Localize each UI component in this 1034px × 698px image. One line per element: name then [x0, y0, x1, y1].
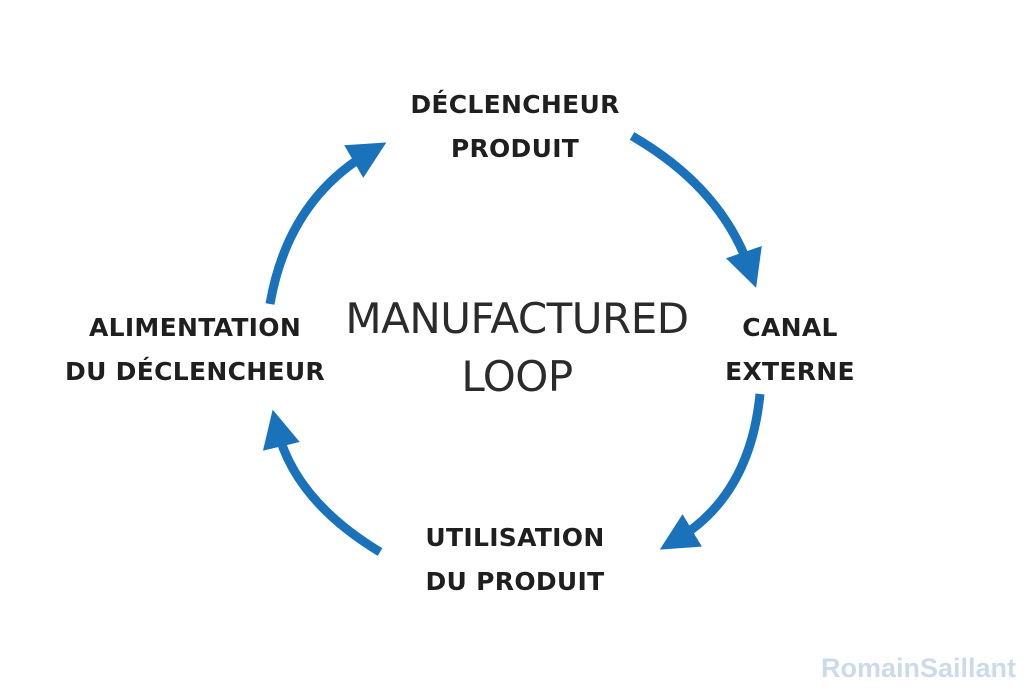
node-declencheur-produit: DÉCLENCHEUR PRODUIT [400, 83, 630, 171]
node-label-line: UTILISATION [425, 523, 605, 552]
arrow-top-to-right [629, 132, 762, 288]
node-label-line: EXTERNE [725, 357, 855, 386]
arrow-bottom-to-left [262, 409, 383, 556]
node-label-line: CANAL [742, 313, 838, 342]
node-label-line: DU PRODUIT [425, 567, 605, 596]
diagram-title: MANUFACTURED LOOP [317, 290, 717, 406]
node-canal-externe: CANAL EXTERNE [710, 306, 870, 394]
diagram-title-line: MANUFACTURED [345, 294, 689, 343]
node-utilisation-produit: UTILISATION DU PRODUIT [395, 516, 635, 604]
watermark: RomainSaillant [820, 653, 1016, 683]
node-label-line: DÉCLENCHEUR [410, 90, 620, 119]
arrow-left-to-top [265, 142, 387, 305]
node-label-line: ALIMENTATION [88, 313, 302, 342]
diagram-title-line: LOOP [461, 352, 573, 401]
node-alimentation-declencheur: ALIMENTATION DU DÉCLENCHEUR [40, 306, 350, 394]
node-label-line: PRODUIT [450, 134, 580, 163]
node-label-line: DU DÉCLENCHEUR [65, 357, 325, 386]
arrow-right-to-bottom [659, 393, 765, 550]
